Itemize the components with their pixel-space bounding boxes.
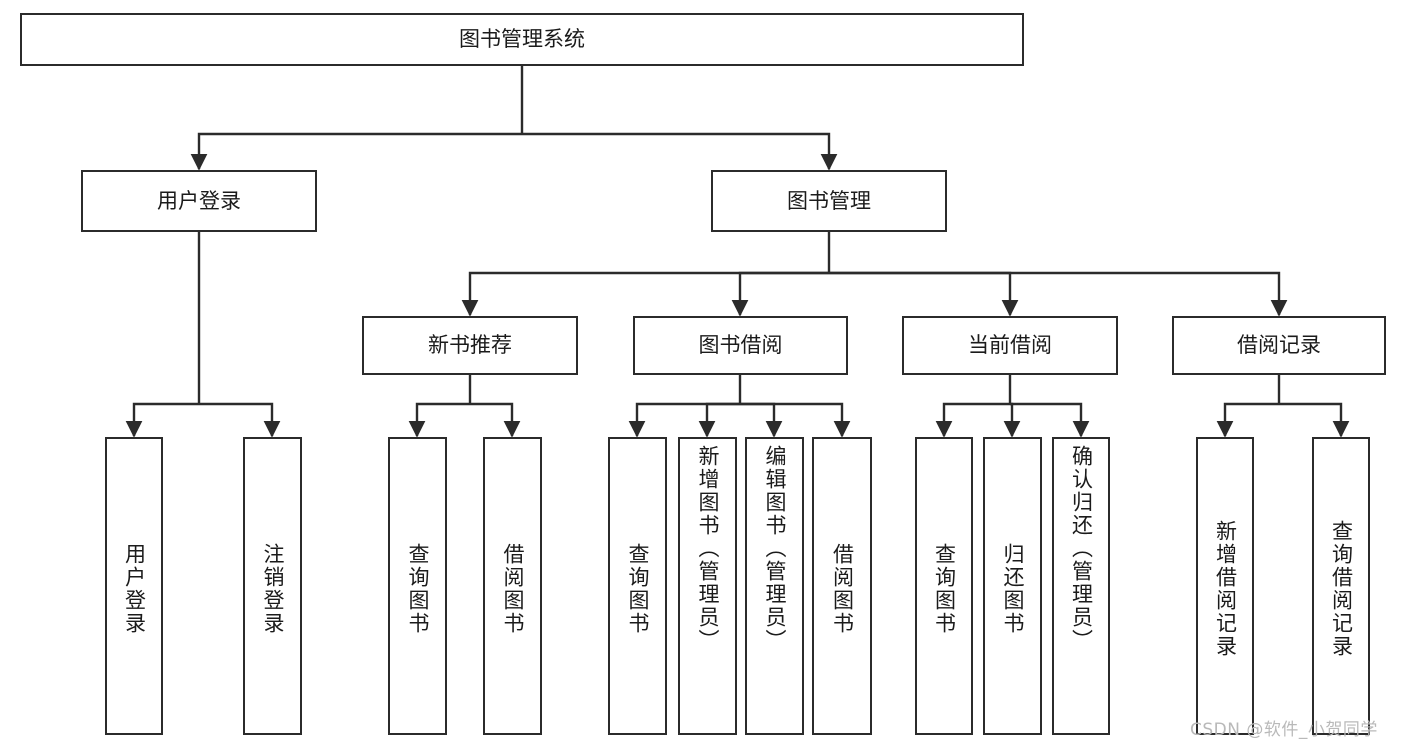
node-leaf-edit-book-admin-label: 编辑图书（管理员） — [763, 445, 787, 652]
node-leaf-add-book-admin-label: 新增图书（管理员） — [696, 445, 720, 652]
node-leaf-query-book-1[interactable]: 查询图书 — [388, 437, 447, 735]
node-borrow-record-label: 借阅记录 — [1237, 333, 1321, 358]
node-borrow-record[interactable]: 借阅记录 — [1172, 316, 1386, 375]
node-leaf-borrow-book-1-label: 借阅图书 — [501, 543, 525, 635]
node-leaf-user-logout-label: 注销登录 — [261, 543, 285, 635]
node-leaf-add-borrow-record-label: 新增借阅记录 — [1213, 520, 1238, 658]
node-leaf-user-login[interactable]: 用户登录 — [105, 437, 163, 735]
node-leaf-add-book-admin[interactable]: 新增图书（管理员） — [678, 437, 737, 735]
node-user-login-label: 用户登录 — [157, 188, 241, 213]
node-user-login[interactable]: 用户登录 — [81, 170, 317, 232]
node-leaf-return-book[interactable]: 归还图书 — [983, 437, 1042, 735]
node-book-manage-label: 图书管理 — [787, 188, 871, 213]
node-leaf-borrow-book-2-label: 借阅图书 — [830, 543, 855, 635]
node-current-borrow[interactable]: 当前借阅 — [902, 316, 1118, 375]
node-leaf-add-borrow-record[interactable]: 新增借阅记录 — [1196, 437, 1254, 735]
node-book-manage[interactable]: 图书管理 — [711, 170, 947, 232]
node-root-label: 图书管理系统 — [459, 27, 585, 52]
node-leaf-query-book-3[interactable]: 查询图书 — [915, 437, 973, 735]
node-leaf-query-borrow-record-label: 查询借阅记录 — [1329, 520, 1354, 658]
node-leaf-borrow-book-2[interactable]: 借阅图书 — [812, 437, 872, 735]
node-leaf-borrow-book-1[interactable]: 借阅图书 — [483, 437, 542, 735]
node-leaf-query-book-1-label: 查询图书 — [406, 543, 430, 635]
node-new-book-recommend[interactable]: 新书推荐 — [362, 316, 578, 375]
node-leaf-query-borrow-record[interactable]: 查询借阅记录 — [1312, 437, 1370, 735]
node-leaf-query-book-3-label: 查询图书 — [932, 543, 957, 635]
node-leaf-confirm-return-admin[interactable]: 确认归还（管理员） — [1052, 437, 1110, 735]
node-root[interactable]: 图书管理系统 — [20, 13, 1024, 66]
node-leaf-user-login-label: 用户登录 — [122, 543, 147, 635]
node-leaf-user-logout[interactable]: 注销登录 — [243, 437, 302, 735]
csdn-watermark: CSDN @软件_小贺同学 — [1190, 720, 1378, 740]
node-new-book-recommend-label: 新书推荐 — [428, 333, 512, 358]
node-book-borrow-label: 图书借阅 — [698, 333, 783, 358]
node-leaf-edit-book-admin[interactable]: 编辑图书（管理员） — [745, 437, 804, 735]
node-current-borrow-label: 当前借阅 — [968, 333, 1052, 358]
node-leaf-confirm-return-admin-label: 确认归还（管理员） — [1069, 445, 1094, 652]
node-leaf-return-book-label: 归还图书 — [1001, 543, 1025, 635]
node-leaf-query-book-2-label: 查询图书 — [626, 543, 650, 635]
node-leaf-query-book-2[interactable]: 查询图书 — [608, 437, 667, 735]
node-book-borrow[interactable]: 图书借阅 — [633, 316, 848, 375]
